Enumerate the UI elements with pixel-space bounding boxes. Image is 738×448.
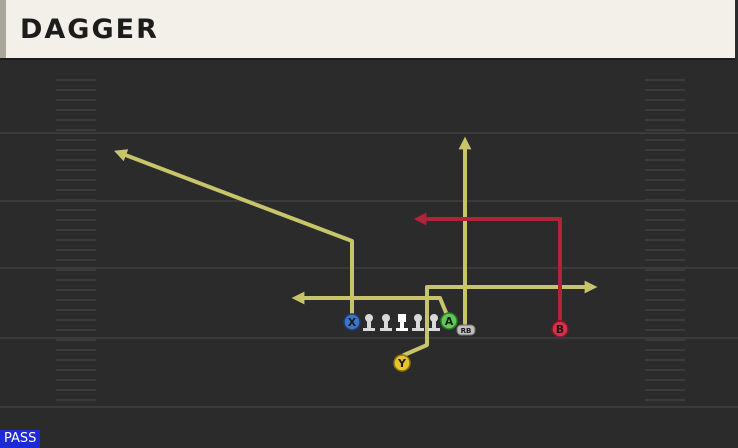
receiver-b-label: B (556, 323, 564, 336)
offensive-line (363, 314, 440, 331)
field: X Y A RB B (0, 60, 738, 448)
route-b-dig (413, 212, 562, 325)
running-back[interactable]: RB (456, 324, 476, 336)
receiver-a[interactable]: A (440, 312, 458, 330)
yard-lines (0, 132, 738, 408)
receiver-a-label: A (445, 315, 454, 328)
receiver-x-label: X (348, 316, 357, 329)
routes (114, 136, 598, 357)
route-a-drag (291, 291, 449, 317)
lineman (412, 314, 424, 331)
receiver-y[interactable]: Y (393, 354, 411, 372)
route-y-cross (402, 280, 598, 357)
route-x-post (114, 149, 354, 317)
lineman (380, 314, 392, 331)
play-diagram: X Y A RB B (0, 79, 738, 408)
receiver-y-label: Y (397, 357, 407, 370)
center (396, 314, 408, 331)
hash-marks-left (56, 79, 96, 401)
lineman (428, 314, 440, 331)
title-bar: DAGGER (0, 0, 735, 58)
receiver-x[interactable]: X (343, 313, 361, 331)
running-back-label: RB (461, 327, 472, 335)
hash-marks-right (645, 79, 685, 401)
receiver-b[interactable]: B (551, 320, 569, 338)
play-type-badge: PASS (0, 430, 41, 448)
lineman (363, 314, 375, 331)
play-title: DAGGER (20, 14, 159, 45)
